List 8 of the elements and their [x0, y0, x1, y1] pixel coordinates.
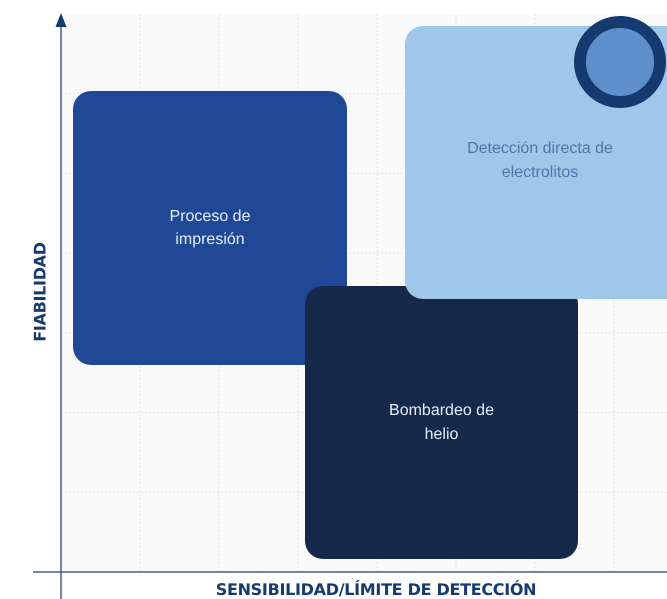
quadrant-box: [405, 26, 667, 299]
box-label: Proceso de impresión: [168, 206, 252, 250]
quadrant-box: [73, 91, 347, 365]
box-label: Detección directa de electrolitos: [466, 139, 614, 182]
quadrant-box: [305, 286, 578, 559]
x-axis-label: SENSIBILIDAD/LÍMITE DE DETECCIÓN: [216, 580, 536, 599]
y-axis-label: FIABILIDAD: [30, 242, 50, 342]
box-label: Bombardeo de helio: [388, 401, 495, 444]
